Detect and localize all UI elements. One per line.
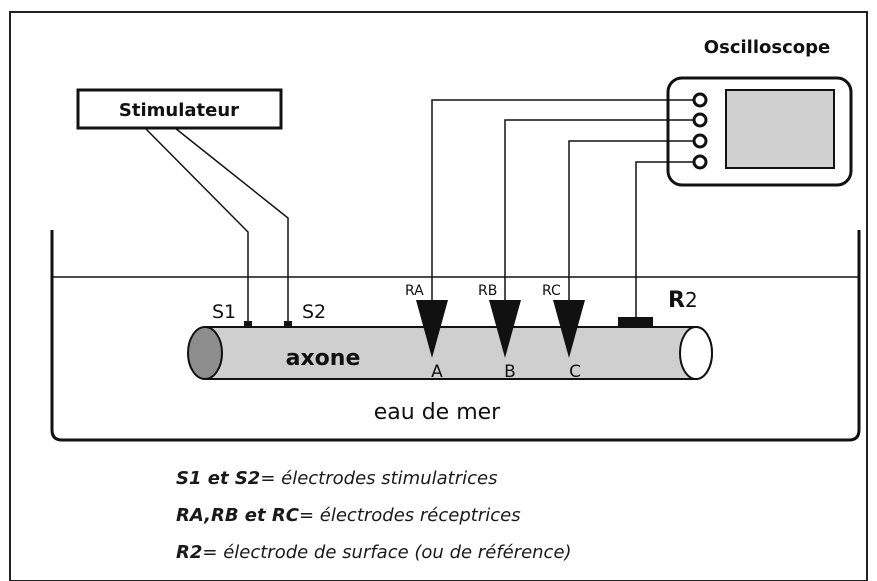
- legend-key: RA,RB et RC: [176, 505, 299, 526]
- label-ra: RA: [405, 283, 424, 299]
- label-point-a: A: [431, 362, 443, 382]
- label-rc: RC: [542, 283, 561, 299]
- wire-r2: [635, 161, 694, 317]
- legend-text: = électrode de surface (ou de référence): [202, 542, 572, 563]
- label-point-c: C: [569, 362, 581, 382]
- oscilloscope-input-1: [692, 92, 708, 108]
- oscilloscope-input-3: [692, 133, 708, 149]
- label-s1: S1: [212, 301, 236, 323]
- oscilloscope-input-4: [692, 154, 708, 170]
- water-label: eau de mer: [374, 400, 501, 425]
- stimulator-box: [76, 88, 283, 130]
- label-rb: RB: [478, 283, 497, 299]
- axon-right-end: [679, 326, 713, 380]
- legend-key: S1 et S2: [176, 468, 261, 489]
- electrode-s1-tip: [244, 321, 252, 327]
- legend-key: R2: [176, 542, 203, 563]
- wire-ra: [431, 99, 694, 302]
- electrode-rb: [489, 300, 521, 358]
- oscilloscope-label: Oscilloscope: [704, 37, 830, 58]
- label-r2: R2: [668, 288, 698, 313]
- electrode-rc: [553, 300, 585, 358]
- stimulator-wire-s1: [144, 127, 249, 323]
- wire-rc: [568, 140, 694, 302]
- oscilloscope-input-2: [692, 112, 708, 128]
- electrode-ra: [416, 300, 448, 358]
- tank-outline: [50, 230, 861, 442]
- label-r2-letter: R: [668, 288, 685, 313]
- legend-receiving-electrodes: RA,RB et RC= électrodes réceptrices: [176, 505, 521, 526]
- stimulator-wire-s2: [174, 127, 289, 323]
- electrode-s2-tip: [284, 321, 292, 327]
- legend-reference-electrode: R2= électrode de surface (ou de référenc…: [176, 542, 572, 563]
- stimulator-label: Stimulateur: [119, 100, 239, 121]
- label-s2: S2: [302, 301, 326, 323]
- legend-stimulating-electrodes: S1 et S2= électrodes stimulatrices: [176, 468, 497, 489]
- legend-text: = électrodes stimulatrices: [260, 468, 498, 489]
- electrode-r2: [618, 317, 653, 328]
- legend-text: = électrodes réceptrices: [298, 505, 521, 526]
- wire-rb: [504, 119, 694, 302]
- axon-left-end-dash: [204, 326, 223, 380]
- axon-body: [204, 326, 713, 380]
- axon-label: axone: [286, 346, 361, 371]
- figure-frame: [9, 11, 868, 581]
- oscilloscope-screen: [725, 89, 835, 169]
- label-r2-number: 2: [685, 288, 698, 312]
- label-point-b: B: [504, 362, 516, 382]
